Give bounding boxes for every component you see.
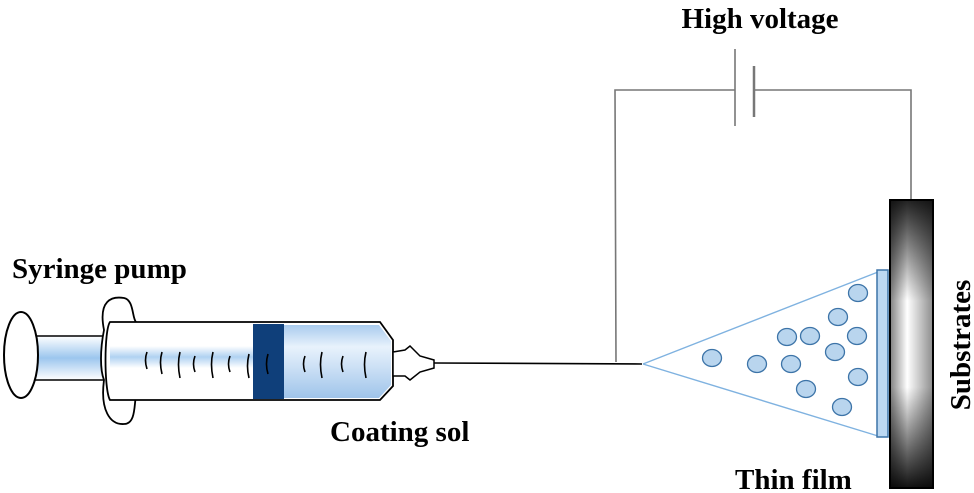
droplet (847, 283, 869, 303)
plunger-rod (33, 335, 111, 381)
droplets (701, 283, 869, 417)
needle (433, 362, 643, 365)
droplet (795, 379, 817, 399)
wire-right (754, 89, 912, 201)
spray-cone (642, 271, 879, 437)
droplet (824, 342, 846, 362)
droplet (701, 348, 723, 368)
coating-sol-fluid (283, 325, 391, 398)
droplet (827, 307, 849, 327)
high-voltage-label: High voltage (681, 3, 838, 35)
thin-film-label: Thin film (735, 464, 852, 493)
droplet (847, 367, 869, 387)
graduation-marks (144, 351, 367, 379)
substrates-label: Substrates (945, 280, 974, 411)
droplet (780, 354, 802, 374)
nozzle (392, 344, 435, 381)
syringe-pump-label: Syringe pump (12, 253, 187, 285)
wire-left (614, 89, 735, 363)
droplet (776, 327, 798, 347)
plunger-thumb-rest (3, 311, 39, 399)
high-voltage-circuit (614, 49, 912, 363)
droplet (846, 326, 868, 346)
droplet (746, 354, 768, 374)
coating-sol-label: Coating sol (330, 416, 469, 448)
plunger-rod-inner (110, 346, 255, 368)
plunger-seal-band (253, 324, 284, 399)
droplet (799, 326, 821, 346)
syringe (3, 296, 643, 425)
substrate-shade (890, 200, 933, 488)
thin-film (876, 269, 889, 438)
droplet (831, 397, 853, 417)
